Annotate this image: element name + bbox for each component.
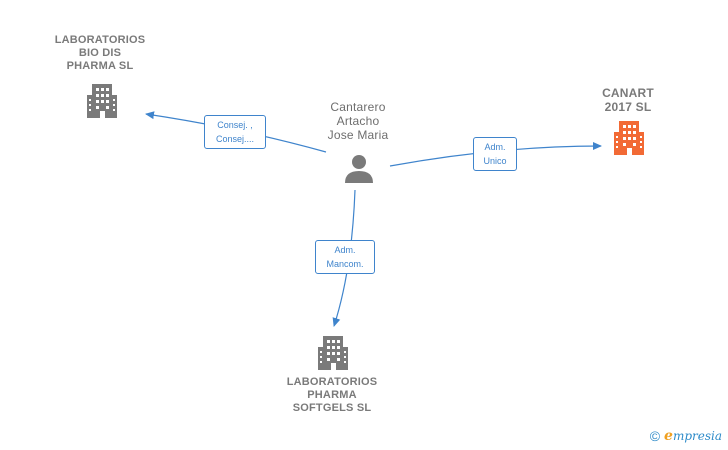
building-icon[interactable] xyxy=(317,335,349,371)
person-label[interactable]: Cantarero Artacho Jose Maria xyxy=(327,100,389,142)
edge-label-adm-mancom[interactable]: Adm. Mancom. xyxy=(315,240,375,274)
brand-logo: empresia xyxy=(664,428,722,444)
copyright-symbol: © xyxy=(649,428,661,444)
edge-label-adm-unico[interactable]: Adm. Unico xyxy=(473,137,517,171)
edge-label-consej[interactable]: Consej. , Consej.... xyxy=(204,115,266,149)
company-label-bio-dis[interactable]: LABORATORIOS BIO DIS PHARMA SL xyxy=(54,34,146,72)
building-icon[interactable] xyxy=(86,83,118,119)
company-label-softgels[interactable]: LABORATORIOS PHARMA SOFTGELS SL xyxy=(286,376,378,414)
brand-watermark: © empresia xyxy=(650,428,722,444)
company-label-canart[interactable]: CANART 2017 SL xyxy=(602,86,654,114)
building-icon[interactable] xyxy=(613,120,645,156)
person-icon[interactable] xyxy=(344,153,374,183)
